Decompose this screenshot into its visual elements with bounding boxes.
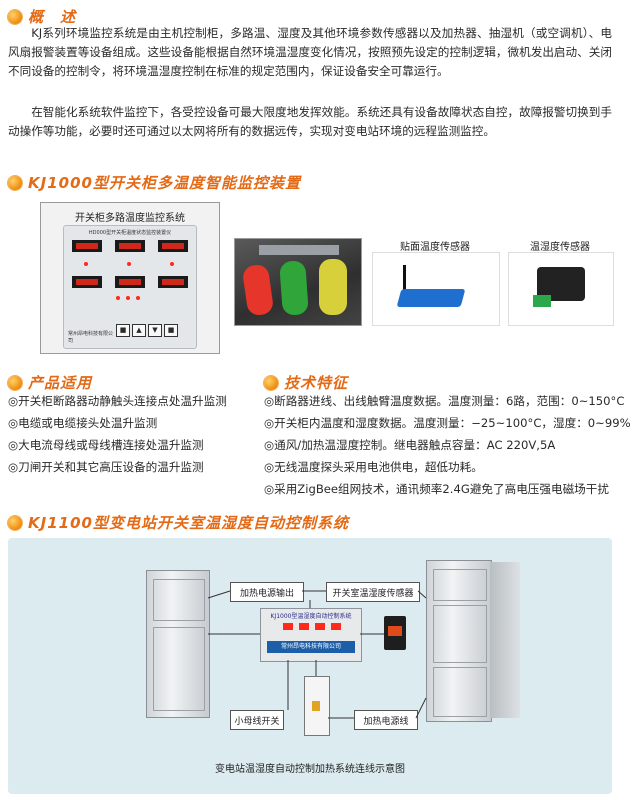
busbar-red: [241, 263, 275, 317]
device-title: 开关柜多路温度监控系统: [75, 213, 185, 224]
kj1100-diagram: 加热电源输出 开关室温湿度传感器 KJ1000型温湿度自动控制系统 常州昂电科技…: [8, 538, 612, 794]
features-list: ◎断路器进线、出线触臂温度数据。温度测量：6路，范围：0~150°C ◎开关柜内…: [264, 390, 631, 500]
list-item: ◎断路器进线、出线触臂温度数据。温度测量：6路，范围：0~150°C: [264, 394, 625, 408]
right-cabinet-side: [490, 562, 520, 718]
applications-heading: 产品适用: [28, 374, 93, 392]
led-display: [158, 276, 188, 288]
up-arrow-button[interactable]: ▲: [132, 324, 146, 337]
box-label: 加热电源输出: [239, 588, 294, 599]
device-panel: HD000型开关柜温度状态监控装置仪 ■ ▲ ▼ ■ 常州昂电科技有限公司: [63, 225, 197, 349]
sensor2-label: 温湿度传感器: [530, 242, 590, 253]
list-item: ◎刀闸开关和其它高压设备的温升监测: [8, 460, 204, 474]
down-arrow-button[interactable]: ▼: [148, 324, 162, 337]
applications-header: 产品适用: [8, 372, 92, 393]
list-item: ◎无线温度探头采用电池供电，超低功耗。: [264, 460, 483, 474]
sensor1-label: 贴面温度传感器: [400, 242, 470, 253]
indicator-light: [127, 262, 131, 266]
indicator-light: [84, 262, 88, 266]
panel-footer: 常州昂电科技有限公司: [68, 331, 114, 344]
features-heading: 技术特征: [284, 374, 349, 392]
controller-footer: 常州昂电科技有限公司: [267, 641, 355, 653]
surface-sensor-photo: [372, 252, 500, 326]
humidity-sensor-photo: [508, 252, 614, 326]
kj1100-heading: KJ1100型变电站开关室温湿度自动控制系统: [28, 514, 349, 532]
indicator-light: [126, 296, 130, 300]
led-display: [72, 276, 102, 288]
sensor-body: [396, 289, 466, 307]
led-display: [115, 240, 145, 252]
indicator-light: [170, 262, 174, 266]
list-item: ◎开关柜内温度和湿度数据。温度测量：−25~100°C，湿度：0~99%: [264, 416, 631, 430]
box-label: 加热电源线: [363, 716, 409, 727]
cabinet-door: [433, 605, 487, 663]
kj1000-header: KJ1000型开关柜多温度智能监控装置: [8, 172, 301, 193]
connection-lines: [207, 590, 427, 719]
controller-unit: KJ1000型温湿度自动控制系统 常州昂电科技有限公司: [260, 608, 362, 662]
list-item: ◎通风/加热温湿度控制。继电器触点容量：AC 220V,5A: [264, 438, 556, 452]
cabinet-door: [433, 569, 487, 601]
diagram-caption: 变电站温湿度自动控制加热系统连线示意图: [215, 764, 405, 775]
features-header: 技术特征: [264, 372, 348, 393]
list-item: ◎电缆或电缆接头处温升监测: [8, 416, 158, 430]
indicator-light: [116, 296, 120, 300]
busbar-green: [279, 260, 309, 316]
sensor-device: [384, 616, 406, 650]
applications-list: ◎开关柜断路器动静触头连接点处温升监测 ◎电缆或电缆接头处温升监测 ◎大电流母线…: [8, 390, 256, 478]
cabinet-door: [153, 627, 205, 711]
list-item: ◎大电流母线或母线槽连接处温升监测: [8, 438, 204, 452]
sensor-indicator: [388, 626, 402, 636]
box-label: 开关室温湿度传感器: [332, 588, 414, 599]
bullet-icon: [264, 375, 278, 390]
led-display: [331, 623, 341, 630]
cabinet-door: [433, 667, 487, 717]
heating-line-box: 加热电源线: [354, 710, 418, 730]
cabinet-interior-photo: [234, 238, 362, 326]
busbar-yellow: [319, 259, 347, 315]
bullet-icon: [8, 9, 22, 24]
breaker-switch: [304, 676, 330, 736]
bullet-icon: [8, 515, 22, 530]
led-display: [283, 623, 293, 630]
cabinet-door: [153, 579, 205, 621]
kj1000-device-photo: 开关柜多路温度监控系统 HD000型开关柜温度状态监控装置仪 ■ ▲ ▼ ■ 常…: [40, 202, 220, 354]
terminal-block: [533, 295, 551, 307]
breaker-handle: [312, 701, 320, 711]
list-item: ◎采用ZigBee组网技术，通讯频率2.4G避免了高电压强电磁场干扰: [264, 482, 609, 496]
bullet-icon: [8, 175, 22, 190]
overview-paragraph-1: KJ系列环境监控系统是由主机控制柜，多路温、湿度及其他环境参数传感器以及加热器、…: [8, 26, 612, 78]
panel-button[interactable]: ■: [164, 324, 178, 337]
box-label: 小母线开关: [234, 716, 280, 727]
overview-paragraph-2: 在智能化系统软件监控下，各受控设备可最大限度地发挥效能。系统还具有设备故障状态自…: [8, 105, 612, 138]
panel-button[interactable]: ■: [116, 324, 130, 337]
led-display: [315, 623, 325, 630]
list-item: ◎开关柜断路器动静触头连接点处温升监测: [8, 394, 227, 408]
led-display: [115, 276, 145, 288]
kj1100-header: KJ1100型变电站开关室温湿度自动控制系统: [8, 512, 349, 533]
kj1000-heading: KJ1000型开关柜多温度智能监控装置: [28, 174, 301, 192]
overview-header: 概 述: [8, 6, 76, 27]
indicator-light: [136, 296, 140, 300]
metal-bar: [259, 245, 339, 255]
panel-header: HD000型开关柜温度状态监控装置仪: [88, 230, 172, 236]
led-display: [299, 623, 309, 630]
small-bus-box: 小母线开关: [230, 710, 284, 730]
right-cabinet: [426, 560, 492, 722]
overview-heading: 概 述: [28, 8, 77, 26]
bullet-icon: [8, 375, 22, 390]
heating-output-box: 加热电源输出: [230, 582, 304, 602]
antenna: [403, 265, 406, 293]
led-display: [72, 240, 102, 252]
controller-title: KJ1000型温湿度自动控制系统: [270, 613, 352, 620]
sensor-box: 开关室温湿度传感器: [326, 582, 420, 602]
led-display: [158, 240, 188, 252]
left-cabinet: [146, 570, 210, 718]
